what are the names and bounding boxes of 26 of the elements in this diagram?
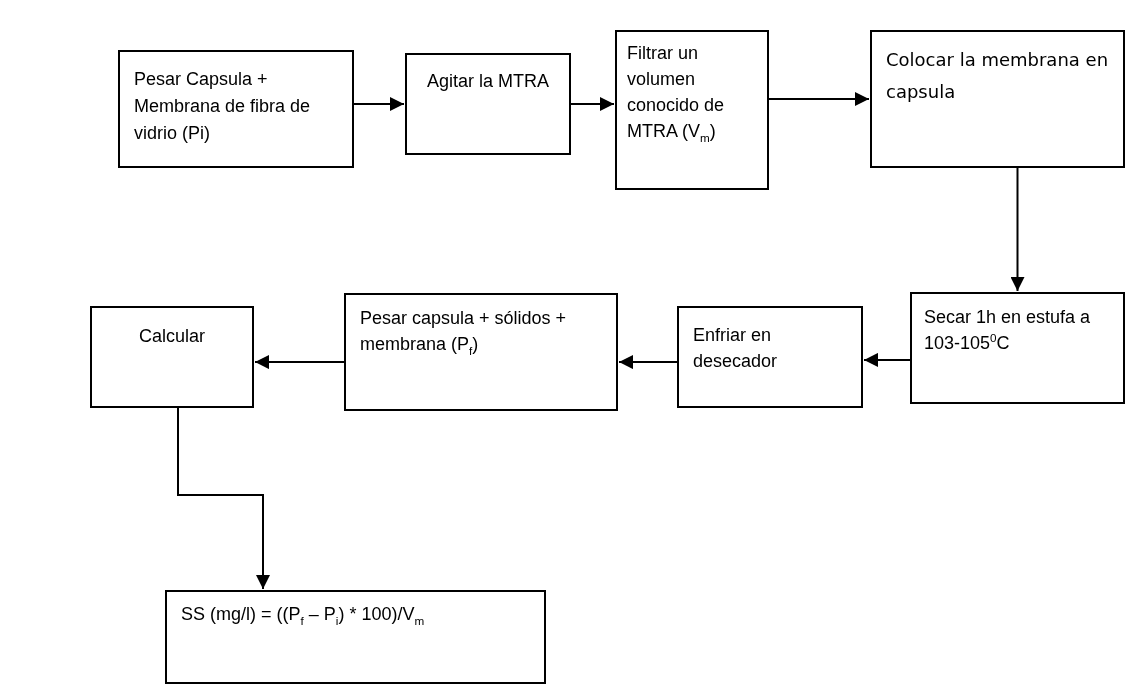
arrow bbox=[863, 352, 911, 367]
process-box bbox=[90, 306, 254, 408]
step-text: Enfriar en desecador bbox=[693, 324, 779, 374]
step-text: Pesar Capsula + Membrana de fibra de vidrio (Pi) bbox=[134, 68, 312, 145]
process-box bbox=[344, 293, 618, 411]
step-text: SS (mg/l) = ((P$_{f}$ – P$_{i}$) * 100)/V$_{m}$ bbox=[181, 603, 425, 628]
process-box bbox=[118, 50, 354, 168]
arrow bbox=[254, 355, 345, 370]
process-box bbox=[405, 53, 571, 155]
arrow bbox=[353, 97, 405, 111]
process-box bbox=[615, 30, 769, 190]
arrow bbox=[570, 97, 615, 111]
step-text: Filtrar un volumen conocido de MTRA (V$_{m}$) bbox=[627, 42, 726, 145]
arrow bbox=[1010, 167, 1025, 292]
step-text: Calcular bbox=[139, 325, 205, 348]
process-box bbox=[870, 30, 1125, 168]
process-box bbox=[165, 590, 546, 684]
arrow bbox=[177, 407, 270, 590]
step-text: Pesar capsula + sólidos + membrana (P$_{f}$) bbox=[360, 307, 568, 358]
arrow bbox=[618, 355, 678, 370]
step-text: Secar 1h en estufa a 103-105$^{0}$C bbox=[924, 306, 1092, 356]
step-text: Colocar la membrana en capsula bbox=[886, 48, 1110, 104]
process-box bbox=[677, 306, 863, 408]
process-box bbox=[910, 292, 1125, 404]
arrow bbox=[768, 92, 870, 106]
step-text: Agitar la MTRA bbox=[427, 70, 549, 93]
